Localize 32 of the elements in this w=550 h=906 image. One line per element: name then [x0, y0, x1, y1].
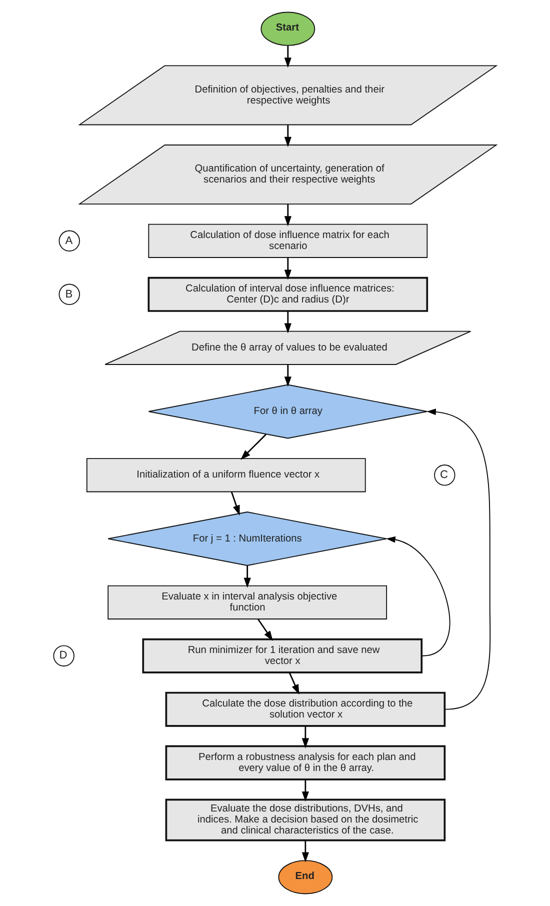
arrow	[257, 618, 273, 641]
node-circle: B	[58, 284, 80, 305]
arrow	[284, 46, 292, 68]
arrow	[426, 408, 491, 710]
node-diamond: For θ in θ array	[148, 384, 428, 439]
node-circle: D	[53, 645, 74, 666]
node-box: Perform a robustness analysis for each plan and every value of θ in the θ array.	[165, 745, 446, 780]
arrow	[240, 434, 266, 460]
arrow	[244, 566, 251, 588]
node-box: Evaluate x in interval analysis objective function	[108, 585, 388, 620]
arrow	[302, 726, 309, 748]
node-box: Initialization of a uniform fluence vector x	[86, 458, 366, 492]
arrow	[230, 492, 240, 516]
node-box: Evaluate the dose distributions, DVHs, and indices. Make a decision based on the dosimetric and clinical characteristics of the case.	[165, 798, 446, 842]
arrow	[284, 364, 292, 387]
arrow	[284, 311, 292, 334]
arrow	[386, 536, 450, 656]
arrow	[302, 840, 309, 862]
arrow	[284, 124, 292, 148]
node-box: Calculation of dose influence matrix for each scenario	[148, 224, 428, 258]
arrow	[284, 204, 292, 226]
node-circle: A	[58, 230, 80, 252]
node-ellipse: Start	[260, 12, 316, 46]
arrow	[302, 779, 309, 802]
node-box: Run minimizer for 1 iteration and save new vector x	[142, 638, 423, 674]
arrow	[284, 258, 292, 280]
node-diamond: For j = 1 : NumIterations	[108, 512, 388, 566]
node-circle: C	[434, 464, 456, 486]
node-box: Calculation of interval dose influence matrices: Center (D)c and radius (D)r	[148, 276, 428, 312]
node-box: Calculate the dose distribution according to the solution vector x	[165, 692, 446, 727]
node-ellipse: End	[278, 860, 333, 894]
arrow	[288, 672, 300, 695]
